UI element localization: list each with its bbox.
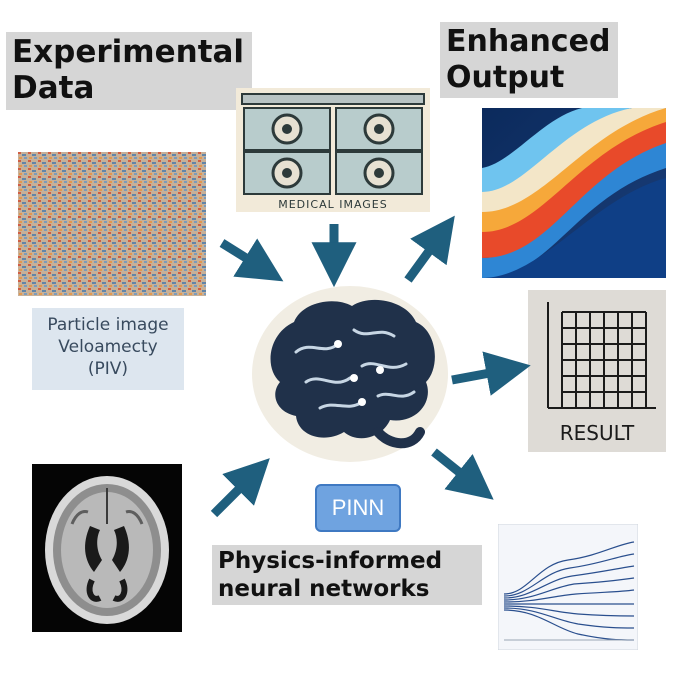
result-caption: RESULT	[560, 421, 635, 445]
arrow-piv-to-brain	[219, 238, 284, 282]
piv-line1: Particle image	[47, 315, 169, 335]
arrow-brain-to-enhanced	[404, 215, 455, 283]
wave-plot-image	[498, 524, 638, 650]
medical-images-card: MEDICAL IMAGES	[236, 88, 430, 212]
brain-mri-image	[32, 464, 182, 632]
arrow-brain-to-wave	[431, 448, 494, 500]
arrow-brain-to-result	[451, 351, 531, 396]
pinn-label-line2: neural networks	[218, 576, 430, 602]
result-card: RESULT	[528, 290, 666, 452]
piv-line2: Veloamecty	[58, 337, 158, 357]
medical-panel-3	[243, 151, 331, 195]
pinn-label-line1: Physics-informed	[218, 548, 443, 574]
pinn-badge: PINN	[315, 484, 401, 532]
brain-icon	[252, 286, 448, 462]
experimental-label-line2: Data	[12, 70, 95, 106]
enhanced-output-label: Enhanced Output	[440, 22, 618, 98]
piv-caption-box: Particle image Veloamecty (PIV)	[32, 308, 184, 390]
enhanced-label-line1: Enhanced	[446, 24, 611, 59]
experimental-label-line1: Experimental	[12, 34, 245, 70]
piv-image	[18, 152, 206, 296]
piv-line3: (PIV)	[87, 359, 129, 379]
pinn-description-label: Physics-informed neural networks	[212, 545, 482, 605]
experimental-data-label: Experimental Data	[6, 32, 252, 110]
medical-panel-2	[335, 107, 423, 151]
arrow-mri-to-brain	[210, 458, 270, 518]
medical-panel-1	[243, 107, 331, 151]
medical-images-caption: MEDICAL IMAGES	[278, 198, 388, 211]
medical-panel-4	[335, 151, 423, 195]
enhanced-label-line2: Output	[446, 60, 565, 95]
enhanced-flow-image	[482, 108, 666, 278]
